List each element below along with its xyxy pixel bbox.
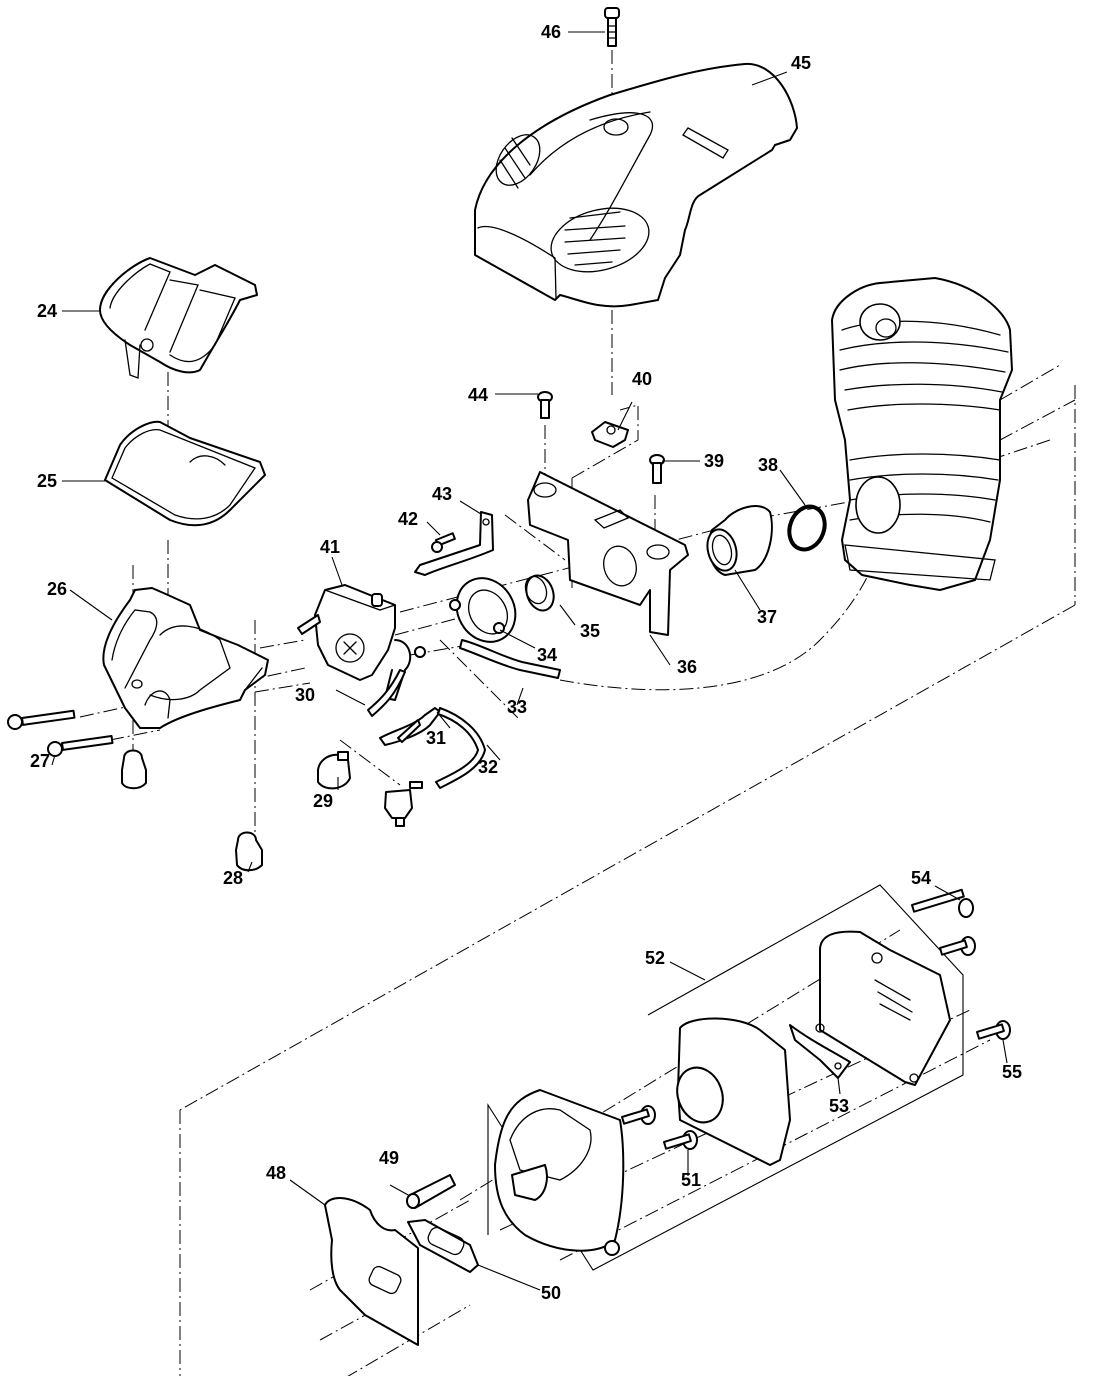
- part-25-air-filter-element[interactable]: [104, 420, 266, 527]
- part-48-heat-shield[interactable]: [324, 1197, 419, 1346]
- label-29: 29: [313, 791, 333, 811]
- part-32-fuel-hose[interactable]: [435, 707, 486, 789]
- label-27: 27: [30, 751, 50, 771]
- label-30: 30: [295, 685, 315, 705]
- label-50: 50: [541, 1283, 561, 1303]
- leader-lines: [51, 31, 1008, 1291]
- fuel-filter[interactable]: [384, 781, 423, 827]
- part-30-fuel-hose[interactable]: [367, 669, 406, 717]
- label-32: 32: [478, 757, 498, 777]
- label-42: 42: [398, 509, 418, 529]
- part-40-clip-nut[interactable]: [591, 421, 629, 448]
- part-52-muffler-assembly-box: [487, 884, 964, 1271]
- part-24-air-filter-cover[interactable]: [99, 257, 258, 379]
- muffler-rear-housing[interactable]: [494, 1089, 625, 1256]
- label-48: 48: [266, 1163, 286, 1183]
- part-35-sleeve[interactable]: [522, 572, 559, 615]
- part-43-throttle-rod-bracket[interactable]: [414, 511, 494, 576]
- label-34: 34: [537, 645, 557, 665]
- label-33: 33: [507, 697, 527, 717]
- part-labels: 46 45 24 25 26 27 28 29 30 31 32 33 34 3…: [30, 22, 1022, 1303]
- label-53: 53: [829, 1096, 849, 1116]
- label-36: 36: [677, 657, 697, 677]
- part-38-o-ring[interactable]: [784, 502, 831, 555]
- label-54: 54: [911, 868, 931, 888]
- label-38: 38: [758, 455, 778, 475]
- part-28-rubber-dampers[interactable]: [121, 749, 263, 872]
- label-35: 35: [580, 621, 600, 641]
- part-49-spacer[interactable]: [406, 1174, 456, 1209]
- label-45: 45: [791, 53, 811, 73]
- label-24: 24: [37, 301, 57, 321]
- part-41-carburetor[interactable]: [297, 584, 426, 701]
- label-49: 49: [379, 1148, 399, 1168]
- muffler-cover[interactable]: [815, 930, 951, 1086]
- label-46: 46: [541, 22, 561, 42]
- label-55: 55: [1002, 1062, 1022, 1082]
- part-46-cover-screw[interactable]: [604, 7, 620, 47]
- label-41: 41: [320, 537, 340, 557]
- part-42-screw[interactable]: [431, 532, 456, 553]
- cylinder[interactable]: [831, 277, 1013, 591]
- part-29-primer-bulb[interactable]: [317, 751, 351, 790]
- part-54-long-bolt[interactable]: [911, 888, 976, 956]
- label-44: 44: [468, 385, 488, 405]
- part-55-screw[interactable]: [976, 1020, 1011, 1040]
- label-25: 25: [37, 471, 57, 491]
- part-27-long-screws[interactable]: [7, 709, 114, 757]
- part-36-intake-bracket[interactable]: [527, 471, 689, 636]
- part-44-screw[interactable]: [537, 391, 553, 419]
- part-51-screws[interactable]: [621, 1105, 698, 1150]
- label-52: 52: [645, 948, 665, 968]
- part-34-carburetor-flange[interactable]: [445, 567, 526, 652]
- label-26: 26: [47, 579, 67, 599]
- label-43: 43: [432, 484, 452, 504]
- label-28: 28: [223, 868, 243, 888]
- part-53-muffler-plate[interactable]: [789, 1024, 851, 1079]
- muffler-front-housing[interactable]: [670, 1017, 791, 1166]
- label-40: 40: [632, 369, 652, 389]
- part-45-top-cover[interactable]: [474, 62, 798, 308]
- label-39: 39: [704, 451, 724, 471]
- label-37: 37: [757, 607, 777, 627]
- label-51: 51: [681, 1170, 701, 1190]
- part-26-air-filter-housing[interactable]: [102, 587, 269, 729]
- label-31: 31: [426, 728, 446, 748]
- part-33-impulse-hose[interactable]: [459, 639, 561, 679]
- part-39-screw[interactable]: [649, 454, 665, 484]
- part-37-intake-manifold[interactable]: [703, 505, 773, 576]
